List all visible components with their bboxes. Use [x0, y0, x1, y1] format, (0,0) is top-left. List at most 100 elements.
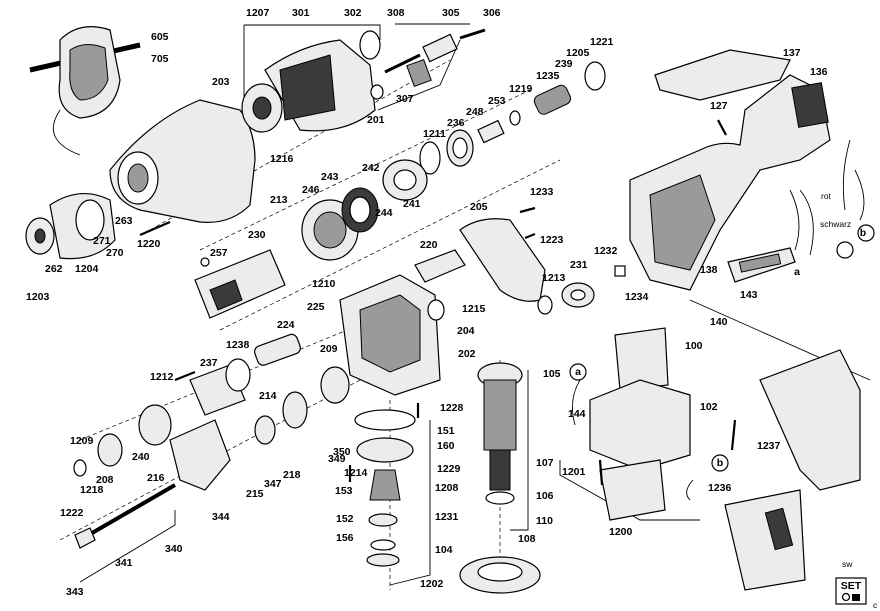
part-label-b: b	[860, 227, 866, 239]
part-label-1235: 1235	[536, 70, 560, 82]
part-label-349: 349	[328, 453, 346, 465]
part-label-151: 151	[437, 425, 455, 437]
part-label-1214: 1214	[344, 467, 368, 479]
bevel-gear-stack	[354, 409, 416, 567]
part-label-209: 209	[320, 343, 338, 355]
part-label-1200: 1200	[609, 526, 633, 538]
part-label-243: 243	[321, 171, 339, 183]
part-label-1228: 1228	[440, 402, 464, 414]
part-label-100: 100	[685, 340, 703, 352]
stator-housing	[589, 327, 691, 521]
part-label-1238: 1238	[226, 339, 250, 351]
part-label-schwarz: schwarz	[820, 219, 851, 229]
part-label-1211: 1211	[423, 128, 446, 140]
part-label-1209: 1209	[70, 435, 94, 447]
part-label-1215: 1215	[462, 303, 486, 315]
part-label-156: 156	[336, 532, 354, 544]
part-label-214: 214	[259, 390, 277, 402]
armature	[477, 362, 523, 505]
part-label-1223: 1223	[540, 234, 564, 246]
part-label-160: 160	[437, 440, 455, 452]
part-label-144: 144	[568, 408, 586, 420]
spindle-assembly	[194, 249, 286, 319]
part-label-1231: 1231	[435, 511, 459, 523]
corner-mark: c	[873, 600, 878, 610]
reference-circles	[569, 224, 875, 472]
hammer-mechanism	[241, 30, 381, 133]
part-label-237: 237	[200, 357, 218, 369]
part-label-1229: 1229	[437, 463, 461, 475]
part-label-705: 705	[151, 53, 169, 65]
part-label-105: 105	[543, 368, 561, 380]
part-label-1233: 1233	[530, 186, 554, 198]
ref-b-circle	[836, 241, 854, 259]
part-label-220: 220	[420, 239, 438, 251]
part-label-152: 152	[336, 513, 354, 525]
motor-cover	[459, 218, 553, 315]
part-label-241: 241	[403, 198, 421, 210]
part-label-1207: 1207	[246, 7, 270, 19]
part-label-a: a	[794, 266, 800, 278]
ref-a2-circle	[569, 363, 587, 381]
set-badge-text: SET	[841, 580, 862, 592]
part-label-1203: 1203	[26, 291, 50, 303]
part-label-308: 308	[387, 7, 405, 19]
part-label-1208: 1208	[435, 482, 459, 494]
part-label-230: 230	[248, 229, 266, 241]
part-label-213: 213	[270, 194, 288, 206]
part-label-341: 341	[115, 557, 133, 569]
front-cap	[25, 192, 116, 260]
part-label-208: 208	[96, 474, 114, 486]
part-label-246: 246	[302, 184, 320, 196]
part-label-306: 306	[483, 7, 501, 19]
part-label-231: 231	[570, 259, 588, 271]
rear-grip	[724, 349, 861, 591]
part-label-1201: 1201	[562, 466, 586, 478]
part-label-1213: 1213	[542, 272, 566, 284]
part-label-244: 244	[375, 207, 393, 219]
base-plate	[459, 556, 541, 594]
part-label-344: 344	[212, 511, 230, 523]
wiring	[571, 139, 865, 501]
part-label-236: 236	[447, 117, 465, 129]
part-label-201: 201	[367, 114, 385, 126]
part-label-340: 340	[165, 543, 183, 555]
part-label-202: 202	[458, 348, 476, 360]
part-label-253: 253	[488, 95, 506, 107]
part-label-242: 242	[362, 162, 380, 174]
ref-a-circle	[857, 224, 875, 242]
part-label-302: 302	[344, 7, 362, 19]
part-label-343: 343	[66, 586, 84, 598]
part-label-270: 270	[106, 247, 124, 259]
part-label-1222: 1222	[60, 507, 84, 519]
part-label-1202: 1202	[420, 578, 444, 590]
part-label-1204: 1204	[75, 263, 99, 275]
part-label-215: 215	[246, 488, 264, 500]
screws	[139, 119, 737, 486]
part-label-262: 262	[45, 263, 63, 275]
part-label-263: 263	[115, 215, 133, 227]
part-label-1220: 1220	[137, 238, 161, 250]
ref-letter-b: b	[717, 457, 723, 469]
part-label-107: 107	[536, 457, 554, 469]
part-label-1232: 1232	[594, 245, 618, 257]
part-label-305: 305	[442, 7, 460, 19]
part-label-205: 205	[470, 201, 488, 213]
brush-plate	[561, 265, 626, 308]
part-label-216: 216	[147, 472, 165, 484]
set-badge: SET	[835, 577, 867, 605]
part-label-1219: 1219	[509, 83, 533, 95]
drive-shaft	[74, 483, 177, 549]
part-label-127: 127	[710, 100, 728, 112]
part-label-240: 240	[132, 451, 150, 463]
lower-mechanism	[73, 333, 350, 491]
side-handle	[29, 26, 141, 156]
gear-housing	[109, 99, 256, 223]
part-label-350: 350	[333, 446, 351, 458]
ref-b2-circle	[711, 454, 729, 472]
clutch-gears	[301, 159, 428, 261]
part-label-347: 347	[264, 478, 282, 490]
part-label-108: 108	[518, 533, 536, 545]
